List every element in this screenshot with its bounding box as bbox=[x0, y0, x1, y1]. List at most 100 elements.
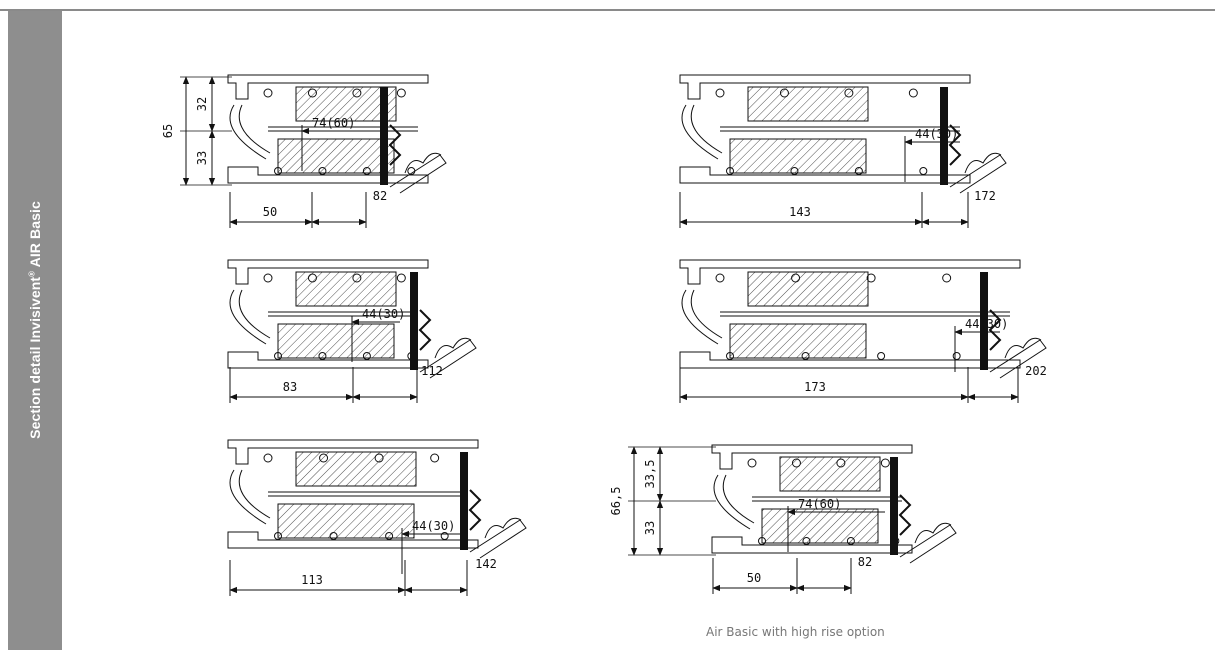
clip-detail bbox=[307, 273, 317, 283]
width-label-a: 173 bbox=[804, 380, 826, 394]
front-blade bbox=[229, 469, 267, 525]
acoustic-baffle bbox=[988, 309, 1002, 351]
seal-strip bbox=[380, 87, 388, 185]
front-blade-inner bbox=[238, 289, 271, 339]
clip-detail bbox=[329, 532, 338, 540]
clip-detail bbox=[352, 273, 362, 283]
frame-top-profile bbox=[679, 74, 971, 100]
caption: Air Basic with high rise option bbox=[706, 625, 885, 639]
weather-hood bbox=[949, 154, 1007, 194]
mid-wall bbox=[720, 126, 960, 132]
front-blade-inner bbox=[690, 104, 723, 154]
depth-label: 74(60) bbox=[798, 497, 841, 511]
frame-top-profile bbox=[227, 74, 429, 100]
front-blade bbox=[713, 474, 751, 530]
clip-detail bbox=[274, 167, 282, 175]
depth-label: 74(60) bbox=[312, 116, 355, 130]
clip-detail bbox=[362, 167, 371, 175]
clip-detail bbox=[919, 167, 928, 175]
clip-detail bbox=[440, 532, 449, 540]
section-detail-b: 44(30) 143 172 bbox=[679, 74, 1007, 228]
clip-detail bbox=[844, 88, 854, 98]
insulation-bottom bbox=[729, 323, 867, 359]
clip-detail bbox=[779, 88, 789, 98]
width-label-b: 142 bbox=[475, 557, 497, 571]
front-blade bbox=[229, 104, 267, 160]
hood-clip bbox=[914, 522, 952, 544]
mid-wall bbox=[720, 311, 1010, 317]
clip-detail bbox=[802, 537, 811, 545]
width-label-a: 83 bbox=[283, 380, 297, 394]
frame-top-profile bbox=[227, 259, 429, 285]
depth-label: 44(30) bbox=[915, 127, 958, 141]
acoustic-baffle bbox=[948, 124, 962, 166]
frame-bottom-profile bbox=[227, 531, 479, 549]
width-label-a: 50 bbox=[747, 571, 761, 585]
frame-top-profile bbox=[711, 444, 913, 470]
frame-bottom-profile bbox=[227, 166, 429, 184]
acoustic-baffle bbox=[388, 124, 402, 166]
clip-detail bbox=[790, 167, 799, 175]
clip-detail bbox=[791, 273, 801, 283]
clip-detail bbox=[318, 167, 327, 175]
clip-detail bbox=[726, 167, 734, 175]
front-blade-inner bbox=[690, 289, 723, 339]
front-blade bbox=[229, 289, 267, 345]
seal-strip bbox=[980, 272, 988, 370]
clip-detail bbox=[263, 453, 273, 463]
clip-detail bbox=[263, 273, 273, 283]
clip-detail bbox=[318, 352, 327, 360]
clip-detail bbox=[385, 532, 394, 540]
hood-clip bbox=[434, 337, 472, 359]
hood-clip bbox=[1004, 337, 1042, 359]
seal-strip bbox=[890, 457, 898, 555]
height-label-top: 33,5 bbox=[643, 460, 657, 489]
height-label-total: 65 bbox=[161, 124, 175, 138]
insulation-top bbox=[295, 451, 417, 487]
width-label-b: 82 bbox=[858, 555, 872, 569]
clip-detail bbox=[374, 453, 384, 463]
mid-wall bbox=[752, 496, 902, 502]
clip-detail bbox=[747, 458, 757, 468]
insulation-top bbox=[747, 86, 869, 122]
clip-detail bbox=[726, 352, 734, 360]
height-label-bottom: 33 bbox=[195, 151, 209, 165]
weather-hood bbox=[419, 339, 477, 379]
clip-detail bbox=[866, 273, 876, 283]
front-blade bbox=[681, 104, 719, 160]
insulation-top bbox=[295, 271, 397, 307]
depth-label: 44(30) bbox=[362, 307, 405, 321]
front-blade-inner bbox=[722, 474, 755, 524]
mid-wall bbox=[268, 491, 468, 497]
width-label-b: 112 bbox=[421, 364, 443, 378]
clip-detail bbox=[307, 88, 317, 98]
clip-detail bbox=[801, 352, 810, 360]
insulation-top bbox=[295, 86, 397, 122]
clip-detail bbox=[836, 458, 846, 468]
height-label-top: 32 bbox=[195, 97, 209, 111]
clip-detail bbox=[274, 352, 282, 360]
insulation-bottom bbox=[277, 503, 415, 539]
acoustic-baffle bbox=[898, 494, 912, 536]
width-label-a: 143 bbox=[789, 205, 811, 219]
clip-detail bbox=[352, 88, 362, 98]
seal-strip bbox=[460, 452, 468, 550]
width-label-b: 172 bbox=[974, 189, 996, 203]
insulation-bottom bbox=[277, 323, 395, 359]
insulation-bottom bbox=[277, 138, 395, 174]
frame-bottom-profile bbox=[679, 351, 1021, 369]
frame-bottom-profile bbox=[711, 536, 913, 554]
clip-detail bbox=[430, 453, 440, 463]
clip-detail bbox=[263, 88, 273, 98]
insulation-top bbox=[779, 456, 881, 492]
clip-detail bbox=[715, 88, 725, 98]
width-label-b: 202 bbox=[1025, 364, 1047, 378]
frame-top-profile bbox=[679, 259, 1021, 285]
weather-hood bbox=[389, 154, 447, 194]
clip-detail bbox=[274, 532, 282, 540]
clip-detail bbox=[362, 352, 371, 360]
clip-detail bbox=[854, 167, 863, 175]
clip-detail bbox=[791, 458, 801, 468]
clip-detail bbox=[715, 273, 725, 283]
